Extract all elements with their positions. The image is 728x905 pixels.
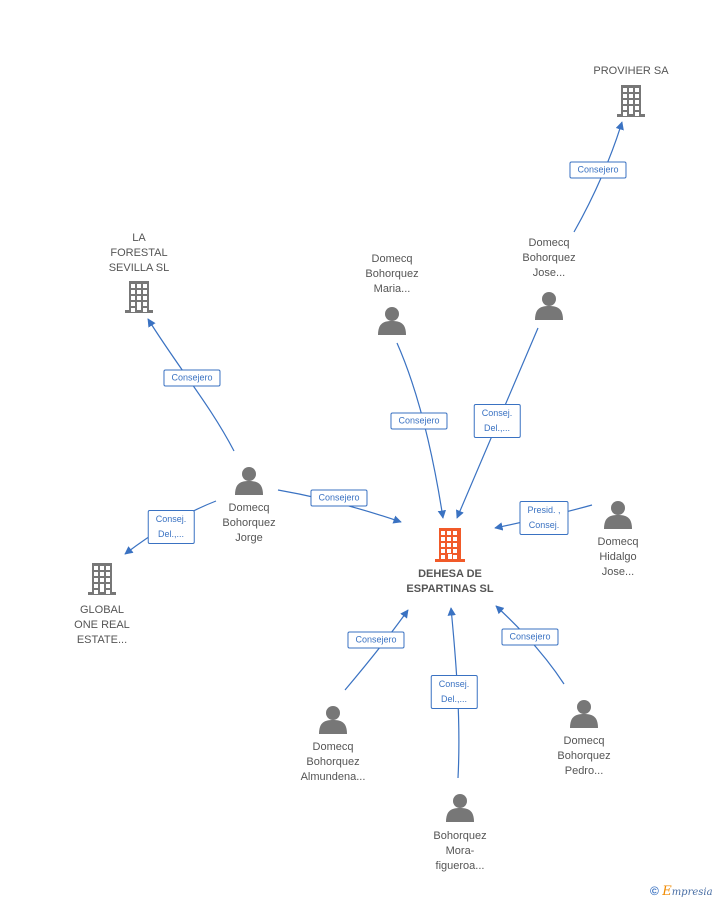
edge-label-josebohorquez-to-proviher[interactable]: Consejero [569, 161, 627, 179]
edge-label-josebohorquez-to-dehesa[interactable]: Consej. Del.,... [473, 404, 521, 438]
edge-label-maria-to-dehesa[interactable]: Consejero [390, 412, 448, 430]
node-label-josebohorquez[interactable]: Domecq Bohorquez Jose... [522, 237, 576, 279]
edge-label-pedro-to-dehesa[interactable]: Consejero [501, 628, 559, 646]
brand-name: mpresia [671, 887, 713, 898]
node-label-proviher[interactable]: PROVIHER SA [593, 65, 669, 77]
copyright-symbol: © [650, 884, 659, 898]
edge-label-jorge-to-dehesa[interactable]: Consejero [310, 489, 368, 507]
building-icon-global[interactable] [88, 563, 116, 595]
edge-maria-to-dehesa [396, 342, 446, 519]
person-icon-josebohorquez[interactable] [535, 292, 563, 320]
edge-label-mora-to-dehesa[interactable]: Consej. Del.,... [430, 675, 478, 709]
building-icon-dehesa[interactable] [435, 528, 465, 562]
person-icon-mora[interactable] [446, 794, 474, 822]
building-icon-forestal[interactable] [125, 281, 153, 313]
node-label-almundena[interactable]: Domecq Bohorquez Almundena... [300, 741, 366, 783]
edge-label-jorge-to-forestal[interactable]: Consejero [163, 369, 221, 387]
edge-almundena-to-dehesa [344, 609, 409, 691]
node-label-jorge[interactable]: Domecq Bohorquez Jorge [222, 502, 276, 544]
node-label-forestal[interactable]: LA FORESTAL SEVILLA SL [108, 232, 170, 274]
person-icon-jorge[interactable] [235, 467, 263, 495]
edge-jorge-to-forestal [147, 318, 235, 452]
person-icon-almundena[interactable] [319, 706, 347, 734]
brand-initial: E [662, 884, 672, 899]
node-label-maria[interactable]: Domecq Bohorquez Maria... [365, 253, 419, 295]
edge-label-josehidalgo-to-dehesa[interactable]: Presid. , Consej. [519, 501, 569, 535]
edges-layer [124, 121, 624, 779]
person-icon-pedro[interactable] [570, 700, 598, 728]
node-label-dehesa[interactable]: DEHESA DE ESPARTINAS SL [406, 568, 494, 595]
building-icon-proviher[interactable] [617, 85, 645, 117]
nodes-layer [88, 85, 645, 822]
node-label-josehidalgo[interactable]: Domecq Hidalgo Jose... [597, 536, 639, 578]
node-label-global[interactable]: GLOBAL ONE REAL ESTATE... [74, 604, 130, 646]
node-label-mora[interactable]: Bohorquez Mora- figueroa... [433, 830, 487, 872]
edge-label-jorge-to-global[interactable]: Consej. Del.,... [147, 510, 195, 544]
edge-label-almundena-to-dehesa[interactable]: Consejero [347, 631, 405, 649]
person-icon-maria[interactable] [378, 307, 406, 335]
node-label-pedro[interactable]: Domecq Bohorquez Pedro... [557, 735, 611, 777]
person-icon-josehidalgo[interactable] [604, 501, 632, 529]
copyright-credit: © Empresia [650, 884, 713, 899]
